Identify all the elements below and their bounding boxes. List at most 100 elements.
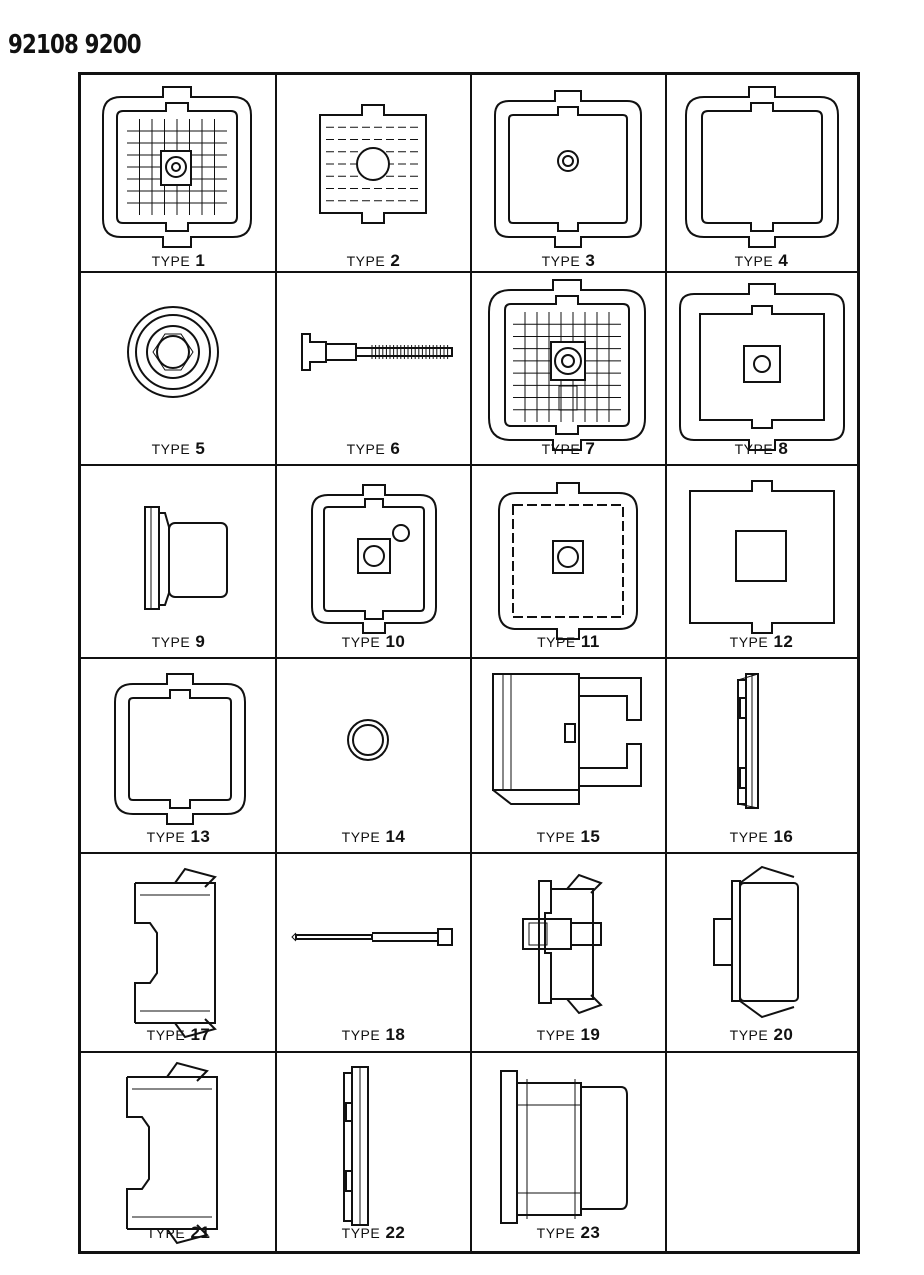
- type-label: TYPE 5: [81, 439, 276, 459]
- type-label-number: 22: [380, 1223, 406, 1242]
- type-label: TYPE 15: [471, 827, 666, 847]
- type-label-prefix: TYPE: [536, 829, 576, 845]
- type-label-prefix: TYPE: [146, 1027, 186, 1043]
- grid-divider: [81, 271, 857, 273]
- type-label-prefix: TYPE: [346, 441, 386, 457]
- type-label-prefix: TYPE: [341, 1027, 381, 1043]
- type-label-number: 10: [380, 632, 406, 651]
- type-label-prefix: TYPE: [151, 634, 191, 650]
- type-23-cell: TYPE 23: [471, 1051, 666, 1251]
- type-label-number: 21: [185, 1223, 211, 1242]
- type-label-number: 19: [575, 1025, 601, 1044]
- type-label: TYPE 19: [471, 1025, 666, 1045]
- type-label-number: 1: [190, 251, 206, 270]
- type-label: TYPE 21: [81, 1223, 276, 1243]
- type-label: TYPE 2: [276, 251, 471, 271]
- type-label: TYPE 1: [81, 251, 276, 271]
- type-label-number: 6: [385, 439, 401, 458]
- type-label-number: 20: [768, 1025, 794, 1044]
- type-label-prefix: TYPE: [536, 1027, 576, 1043]
- type-label-prefix: TYPE: [729, 829, 769, 845]
- empty-cell: [666, 1051, 857, 1251]
- type-12-cell: TYPE 12: [666, 465, 857, 658]
- type-4-cell: TYPE 4: [666, 75, 857, 272]
- type-label: TYPE 14: [276, 827, 471, 847]
- type-22-cell: TYPE 22: [276, 1051, 471, 1251]
- grid-divider: [81, 852, 857, 854]
- type-label-prefix: TYPE: [734, 441, 774, 457]
- type-label-prefix: TYPE: [537, 634, 576, 650]
- type-19-cell: TYPE 19: [471, 853, 666, 1051]
- type-label: TYPE 22: [276, 1223, 471, 1243]
- type-11-cell: TYPE 11: [471, 465, 666, 658]
- type-label: TYPE 8: [666, 439, 857, 459]
- type-label: TYPE 18: [276, 1025, 471, 1045]
- type-14-cell: TYPE 14: [276, 658, 471, 853]
- type-label: TYPE 17: [81, 1025, 276, 1045]
- type-label: TYPE 16: [666, 827, 857, 847]
- type-13-cell: TYPE 13: [81, 658, 276, 853]
- type-label-prefix: TYPE: [341, 634, 381, 650]
- type-label-prefix: TYPE: [151, 441, 191, 457]
- grid-divider: [81, 657, 857, 659]
- type-label-number: 17: [185, 1025, 211, 1044]
- type-2-cell: TYPE 2: [276, 75, 471, 272]
- type-10-cell: TYPE 10: [276, 465, 471, 658]
- type-label: TYPE 4: [666, 251, 857, 271]
- grid-divider: [81, 1051, 857, 1053]
- type-label-number: 13: [185, 827, 211, 846]
- type-label-prefix: TYPE: [341, 829, 381, 845]
- type-16-cell: TYPE 16: [666, 658, 857, 853]
- type-1-cell: TYPE 1: [81, 75, 276, 272]
- type-label-number: 7: [580, 439, 596, 458]
- type-8-cell: TYPE 8: [666, 272, 857, 465]
- type-label-prefix: TYPE: [734, 253, 774, 269]
- type-label-prefix: TYPE: [541, 441, 581, 457]
- type-label-number: 2: [385, 251, 401, 270]
- type-label: TYPE 6: [276, 439, 471, 459]
- type-label-prefix: TYPE: [536, 1225, 576, 1241]
- type-17-cell: TYPE 17: [81, 853, 276, 1051]
- type-label-prefix: TYPE: [541, 253, 581, 269]
- type-3-cell: TYPE 3: [471, 75, 666, 272]
- type-label: TYPE 9: [81, 632, 276, 652]
- type-15-cell: TYPE 15: [471, 658, 666, 853]
- type-label: TYPE 12: [666, 632, 857, 652]
- type-label-number: 5: [190, 439, 206, 458]
- type-label-number: 15: [575, 827, 601, 846]
- type-label-number: 8: [773, 439, 789, 458]
- type-label-prefix: TYPE: [729, 1027, 769, 1043]
- type-label-prefix: TYPE: [146, 1225, 186, 1241]
- type-9-cell: TYPE 9: [81, 465, 276, 658]
- grid-divider: [275, 75, 277, 1251]
- grid-divider: [81, 464, 857, 466]
- type-20-cell: TYPE 20: [666, 853, 857, 1051]
- type-label-number: 3: [580, 251, 596, 270]
- grid-divider: [665, 75, 667, 1251]
- type-label-number: 23: [575, 1223, 601, 1242]
- type-label-prefix: TYPE: [729, 634, 769, 650]
- type-label: TYPE 10: [276, 632, 471, 652]
- type-label-number: 16: [768, 827, 794, 846]
- type-5-cell: TYPE 5: [81, 272, 276, 465]
- grid-divider: [470, 75, 472, 1251]
- type-label: TYPE 20: [666, 1025, 857, 1045]
- type-6-cell: TYPE 6: [276, 272, 471, 465]
- type-label-number: 14: [380, 827, 406, 846]
- type-label-number: 12: [768, 632, 794, 651]
- type-label-number: 4: [773, 251, 789, 270]
- type-label-number: 18: [380, 1025, 406, 1044]
- type-label: TYPE 3: [471, 251, 666, 271]
- type-7-cell: TYPE 7: [471, 272, 666, 465]
- type-label-prefix: TYPE: [146, 829, 186, 845]
- type-label-prefix: TYPE: [341, 1225, 381, 1241]
- type-label: TYPE 7: [471, 439, 666, 459]
- type-label-number: 11: [575, 632, 600, 651]
- type-label: TYPE 13: [81, 827, 276, 847]
- type-label: TYPE 23: [471, 1223, 666, 1243]
- type-label-prefix: TYPE: [151, 253, 191, 269]
- type-18-cell: TYPE 18: [276, 853, 471, 1051]
- type-label-prefix: TYPE: [346, 253, 386, 269]
- type-label-number: 9: [190, 632, 206, 651]
